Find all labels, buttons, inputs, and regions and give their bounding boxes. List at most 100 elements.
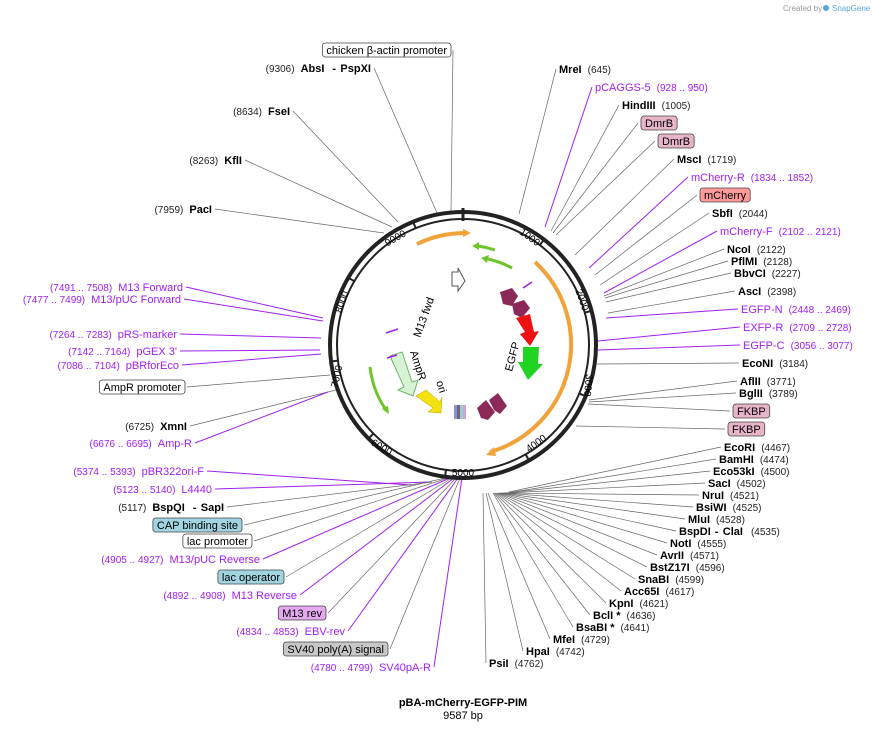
label-leader-line <box>500 492 677 532</box>
snapgene-logo-icon <box>823 5 829 11</box>
label-leader-line <box>550 104 620 232</box>
feature-label: SV40 poly(A) signal <box>287 644 384 656</box>
enzyme-name: PacI <box>189 204 212 216</box>
enzyme-name: EcoNI <box>742 358 773 370</box>
label-leader-line <box>575 425 726 430</box>
position-label: (4599) <box>675 575 704 586</box>
position-label: (3184) <box>779 359 808 370</box>
label-leader-line <box>226 481 433 508</box>
position-label: (5123 .. 5140) <box>113 485 175 496</box>
enzyme-name: KpnI <box>609 598 633 610</box>
map-label-primer: EXFP-R(2709 .. 2728) <box>743 322 852 334</box>
label-leader-line <box>504 482 706 494</box>
position-label: (4762) <box>515 659 544 670</box>
fkbp-arrow-4 <box>489 393 507 414</box>
label-leader-line <box>574 158 675 256</box>
enzyme-name: BsiWI <box>696 502 727 514</box>
map-label-enzyme: XmnI(6725) <box>125 421 187 433</box>
amp-arrow <box>368 366 388 411</box>
label-leader-line <box>253 477 449 542</box>
position-label: (1005) <box>662 101 691 112</box>
primer-name: SV40pA-R <box>379 662 431 674</box>
enzyme-name: HpaI <box>526 646 550 658</box>
position-label: (4834 .. 4853) <box>236 627 298 638</box>
inner-primer-dash-3 <box>522 281 533 289</box>
map-label-primer: pBRforEco (7086 .. 7104) <box>58 360 179 372</box>
promoter-arc-top-head <box>463 229 471 237</box>
label-leader-line <box>185 286 324 319</box>
ring-tick <box>412 221 417 229</box>
map-label-enzyme: KflI(8263) <box>189 155 242 167</box>
map-label-feature: SV40 poly(A) signal <box>282 641 389 657</box>
label-leader-line <box>487 492 551 640</box>
map-label-enzyme: MluI(4528) <box>688 514 745 526</box>
primer-name: pBRforEco <box>126 360 179 372</box>
feature-box <box>217 569 285 585</box>
map-label-primer: L4440(5123 .. 5140) <box>113 484 212 496</box>
feature-box <box>277 605 327 621</box>
map-label-enzyme: BspDI-ClaI(4535) <box>679 526 780 538</box>
primer-name: pBR322ori-F <box>142 466 205 478</box>
position-label: (4525) <box>733 503 762 514</box>
position-label: (3056 .. 3077) <box>791 341 853 352</box>
fkbp-arrow-3 <box>477 400 495 420</box>
label-leader-line <box>588 380 738 401</box>
map-label-enzyme: Eco53kI(4500) <box>713 466 790 478</box>
label-leader-line <box>604 260 729 299</box>
enzyme-name: AscI <box>738 286 761 298</box>
map-label-primer: pBR322ori-F(5374 .. 5393) <box>73 466 204 478</box>
position-label: (4617) <box>665 587 694 598</box>
map-label-primer: pGEX 3' (7142 .. 7164) <box>68 346 177 358</box>
label-leader-line <box>498 492 658 556</box>
inner-primer-dash-2 <box>386 354 398 359</box>
position-label: (6676 .. 6695) <box>90 439 152 450</box>
position-label: (4892 .. 4908) <box>163 591 225 602</box>
enzyme-name: BclI * <box>593 610 621 622</box>
feature-box <box>732 403 771 419</box>
enzyme-name: XmnI <box>160 421 187 433</box>
feature-box <box>182 533 253 549</box>
position-label: (4521) <box>730 491 759 502</box>
label-leader-line <box>505 470 711 494</box>
lac-site-mark-4 <box>463 405 466 419</box>
map-label-feature: AmpR promoter <box>98 379 186 395</box>
label-leader-line <box>493 492 591 616</box>
enzyme-name: BsaBI * <box>576 622 615 634</box>
label-leader-line <box>552 122 639 234</box>
leader-lines <box>179 49 741 668</box>
map-label-feature: DmrB <box>640 115 678 131</box>
primer-name: pGEX 3' <box>136 346 177 358</box>
primer-name: EGFP-N <box>741 304 783 316</box>
position-label: (4729) <box>581 635 610 646</box>
amp-arrow-head <box>382 406 389 414</box>
position-label: (4535) <box>751 527 780 538</box>
map-label-enzyme: MscI(1719) <box>677 154 736 166</box>
primer-name: M13 Forward <box>118 282 183 294</box>
label-leader-line <box>555 140 656 236</box>
position-label: (4500) <box>761 467 790 478</box>
label-leader-line <box>501 492 686 520</box>
position-label: (1719) <box>707 155 736 166</box>
position-label: (928 .. 950) <box>657 83 708 94</box>
map-label-primer: M13/pUC Reverse(4905 .. 4927) <box>101 554 260 566</box>
label-leader-line <box>179 349 321 352</box>
label-leader-line <box>588 176 689 269</box>
position-label: (7086 .. 7104) <box>58 361 120 372</box>
map-label-enzyme: NotI(4555) <box>670 538 726 550</box>
label-leader-line <box>495 492 622 592</box>
label-leader-line <box>214 208 385 234</box>
position-label: (7142 .. 7164) <box>68 347 130 358</box>
label-leader-line <box>181 353 322 366</box>
m13-fwd-label: M13 fwd <box>412 296 437 339</box>
position-label: (1834 .. 1852) <box>751 173 813 184</box>
position-label: (2227) <box>772 269 801 280</box>
map-label-enzyme: FseI(8634) <box>233 106 290 118</box>
map-label-primer: EGFP-N(2448 .. 2469) <box>741 304 851 316</box>
label-leader-line <box>450 49 454 213</box>
tick-label: 3000 <box>581 374 594 398</box>
primer-name: pCAGGS-5 <box>595 82 651 94</box>
map-label-feature: FKBP <box>732 403 771 419</box>
label-leader-line <box>327 477 457 614</box>
enzyme-name-2: ClaI <box>723 526 743 538</box>
label-leader-line <box>506 458 717 494</box>
